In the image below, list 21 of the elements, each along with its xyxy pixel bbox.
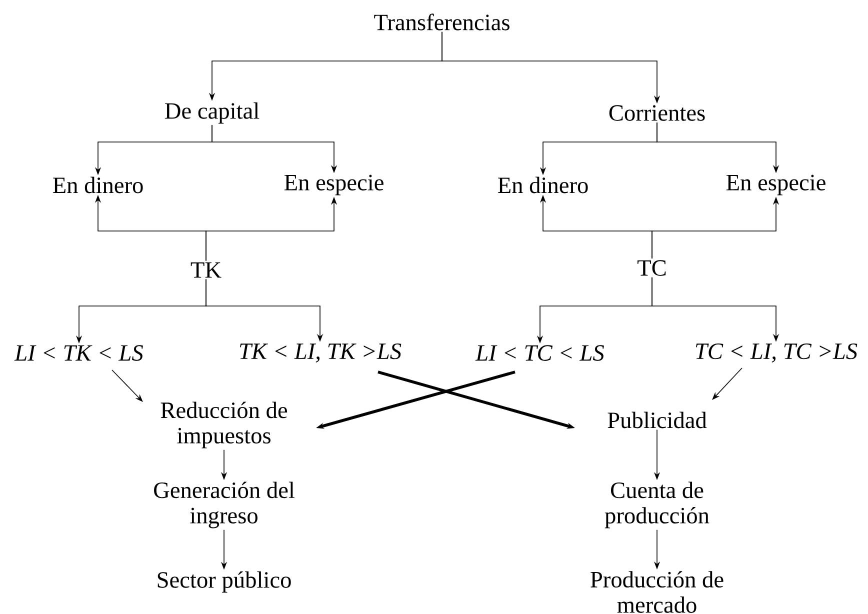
condition-label: LI < TK < LS: [14, 345, 143, 361]
outcome-label: Reducción de impuestos: [160, 402, 288, 448]
category-label: De capital: [165, 102, 260, 124]
outcome-label: Generación del ingreso: [154, 482, 294, 528]
category-label: Corrientes: [609, 105, 705, 121]
arrow: [712, 368, 742, 400]
outcome-label: Sector público: [158, 571, 291, 593]
category-label: En dinero: [498, 176, 588, 194]
arrow: [112, 370, 143, 402]
category-label: En dinero: [53, 176, 143, 194]
outcome-label: Publicidad: [608, 412, 707, 428]
category-label: En especie: [284, 174, 384, 196]
category-label: TC: [638, 260, 666, 276]
category-label: TK: [190, 262, 222, 278]
outcome-label: Producción de mercado: [590, 571, 724, 613]
condition-label: TC < LI, TC >LS: [696, 343, 858, 363]
condition-label: LI < TC < LS: [475, 345, 604, 361]
condition-label: TK < LI, TK >LS: [240, 343, 402, 363]
outcome-label: Cuenta de producción: [604, 482, 710, 528]
heading-text: Transferencias: [374, 14, 510, 30]
category-label: En especie: [726, 174, 826, 196]
